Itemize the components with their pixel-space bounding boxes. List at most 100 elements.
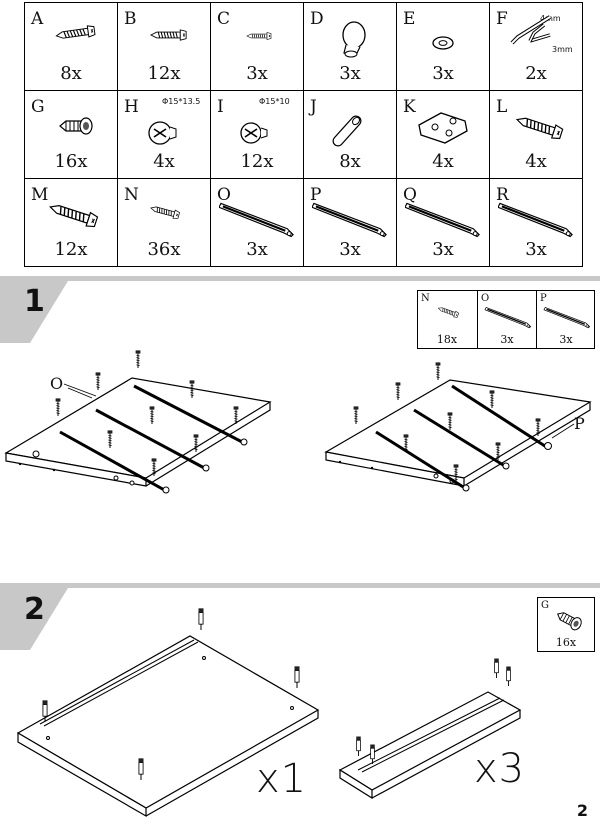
- part-letter: O: [217, 185, 231, 205]
- step-marker: [0, 281, 68, 343]
- part-cell-e: E 3x: [396, 2, 490, 91]
- legend-quantity: 18x: [436, 333, 458, 346]
- part-letter: C: [217, 9, 231, 29]
- part-quantity: 4x: [525, 151, 547, 172]
- part-letter: A: [31, 9, 44, 29]
- step2-illustration: [16, 608, 522, 818]
- part-letter: M: [31, 185, 49, 205]
- part-letter: F: [496, 9, 508, 29]
- part-cell-h: H Φ15*13.5 4x: [117, 90, 211, 179]
- legend-quantity: 16x: [555, 636, 577, 649]
- part-letter: R: [496, 185, 509, 205]
- part-letter: I: [217, 97, 224, 117]
- step-number: 1: [24, 284, 45, 319]
- part-cell-q: Q 3x: [396, 178, 490, 267]
- drawer-runner-icon: [484, 306, 532, 329]
- legend-item: N 18x: [418, 291, 476, 348]
- part-letter: Q: [403, 185, 417, 205]
- part-dimension: 3mm: [552, 45, 573, 54]
- part-quantity: 3x: [246, 239, 268, 260]
- part-letter: G: [31, 97, 45, 117]
- part-quantity: 3x: [339, 63, 361, 84]
- side-panel-right: [324, 379, 592, 492]
- callout-label: O: [50, 374, 64, 393]
- part-letter: K: [403, 97, 416, 117]
- part-dimension: Φ15*13.5: [162, 97, 201, 106]
- cam-lock-icon: [148, 121, 177, 145]
- legend-letter: O: [481, 293, 490, 304]
- section-divider: [0, 583, 600, 588]
- part-quantity: 3x: [339, 239, 361, 260]
- section-divider: [0, 276, 600, 281]
- step2-parts-legend: G 16x: [537, 597, 595, 652]
- parts-row: M 12x N 36x O 3x P 3x Q 3x R 3x: [24, 178, 583, 267]
- part-quantity: 16x: [54, 151, 88, 172]
- washer-icon: [432, 36, 454, 50]
- part-quantity: 2x: [525, 63, 547, 84]
- part-letter: N: [124, 185, 139, 205]
- parts-row: A 8x B 12x C 3x D 3x E: [24, 2, 583, 91]
- quantity-multiplier: x1: [256, 756, 308, 802]
- part-cell-c: C 3x: [210, 2, 304, 91]
- step-number: 2: [24, 592, 45, 627]
- legend-item: G 16x: [538, 598, 594, 651]
- legend-letter: G: [541, 600, 549, 611]
- dowel-icon: [332, 115, 362, 147]
- part-quantity: 36x: [147, 239, 181, 260]
- part-letter: D: [310, 9, 324, 29]
- part-quantity: 3x: [432, 239, 454, 260]
- part-letter: L: [496, 97, 508, 117]
- part-dimension: Φ15*10: [259, 97, 290, 106]
- allen-key-icon: [510, 15, 552, 45]
- callout-label: P: [574, 414, 585, 433]
- part-quantity: 8x: [60, 63, 82, 84]
- knob-icon: [342, 21, 366, 58]
- legend-letter: N: [421, 293, 430, 304]
- part-cell-k: K 4x: [396, 90, 490, 179]
- step1-parts-legend: N 18x O 3x P 3x: [417, 290, 595, 349]
- top-board: [16, 635, 320, 818]
- part-cell-f: F 4mm 3mm 2x: [489, 2, 583, 91]
- part-cell-j: J 8x: [303, 90, 397, 179]
- part-cell-o: O 3x: [210, 178, 304, 267]
- parts-row: G 16x H Φ15*13.5 4x I Φ15*10 12x: [24, 90, 583, 179]
- part-cell-m: M 12x: [24, 178, 118, 267]
- part-letter: B: [124, 9, 137, 29]
- small-screw-icon: [436, 304, 460, 319]
- part-cell-a: A 8x: [24, 2, 118, 91]
- part-cell-g: G 16x: [24, 90, 118, 179]
- drawer-runner-icon: [543, 306, 591, 329]
- part-letter: E: [403, 9, 416, 29]
- quantity-multiplier: x3: [474, 746, 526, 792]
- legend-item: O 3x: [477, 291, 536, 348]
- part-cell-d: D 3x: [303, 2, 397, 91]
- legend-quantity: 3x: [500, 333, 514, 346]
- parts-list-table: A 8x B 12x C 3x D 3x E: [24, 2, 583, 267]
- part-letter: J: [310, 97, 317, 117]
- step1-illustration: [4, 350, 592, 494]
- part-quantity: 4x: [432, 151, 454, 172]
- part-cell-b: B 12x: [117, 2, 211, 91]
- bracket-plate-icon: [418, 112, 468, 144]
- legend-letter: P: [540, 293, 547, 304]
- callout-leader: [551, 423, 575, 439]
- part-quantity: 3x: [432, 63, 454, 84]
- part-cell-l: L 4x: [489, 90, 583, 179]
- step-marker: [0, 588, 68, 650]
- part-cell-p: P 3x: [303, 178, 397, 267]
- legend-quantity: 3x: [559, 333, 573, 346]
- part-quantity: 12x: [240, 151, 274, 172]
- part-quantity: 3x: [525, 239, 547, 260]
- side-panel-left: [4, 377, 272, 494]
- part-quantity: 12x: [54, 239, 88, 260]
- part-quantity: 3x: [246, 63, 268, 84]
- part-letter: H: [124, 97, 139, 117]
- part-quantity: 4x: [153, 151, 175, 172]
- part-letter: P: [310, 185, 322, 205]
- legend-item: P 3x: [536, 291, 595, 348]
- callout-leader: [63, 383, 97, 397]
- page-number: 2: [576, 801, 588, 820]
- part-quantity: 12x: [147, 63, 181, 84]
- part-cell-i: I Φ15*10 12x: [210, 90, 304, 179]
- shelf-strip: [338, 691, 522, 800]
